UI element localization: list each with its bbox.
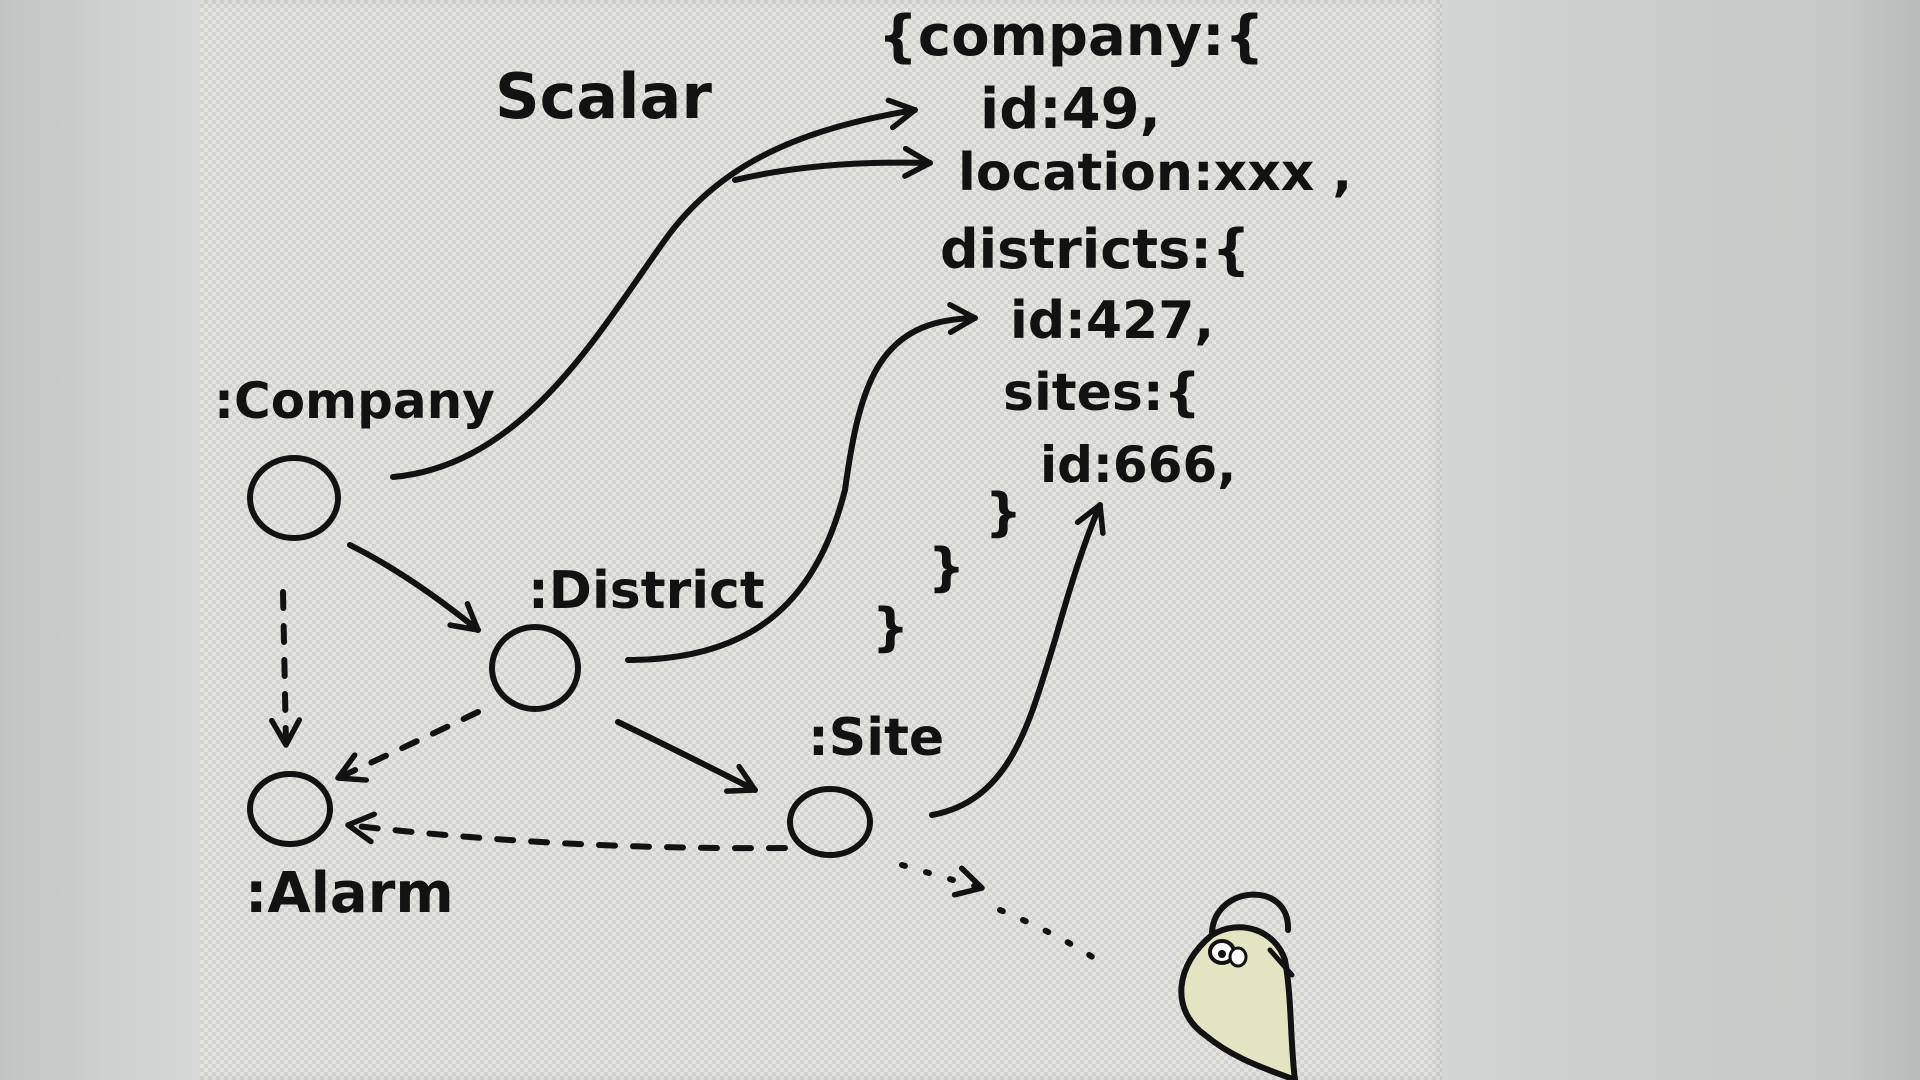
arrow-site-to-sites (929, 502, 1106, 818)
arrow-site-to-alarm (345, 811, 788, 852)
json-sites-open: sites:{ (1003, 363, 1201, 423)
site-node-label: :Site (808, 708, 944, 768)
alarm-node (247, 771, 333, 847)
json-close-brace-3: } (872, 598, 909, 658)
arrow-district-to-site (615, 719, 758, 794)
arrow-company-to-district (347, 542, 481, 633)
alarm-node-label: :Alarm (245, 861, 454, 926)
arrow-company-to-alarm (269, 589, 303, 748)
district-node (489, 624, 581, 712)
scalar-label: Scalar (495, 60, 712, 133)
arrow-district-to-alarm (335, 709, 481, 783)
company-node-label: :Company (214, 372, 495, 430)
json-close-brace-1: } (985, 483, 1022, 543)
sketch-canvas (200, 0, 1442, 1080)
arrow-company-to-id (390, 97, 918, 480)
json-close-brace-2: } (928, 538, 965, 598)
site-node (787, 786, 873, 858)
company-node (247, 455, 341, 541)
district-node-label: :District (528, 561, 765, 621)
json-site-id: id:666, (1040, 436, 1236, 494)
json-company-open: {company:{ (878, 4, 1264, 69)
json-districts-open: districts:{ (940, 218, 1250, 281)
json-company-location: location:xxx , (958, 143, 1352, 203)
arrow-company-to-location (732, 145, 933, 183)
arrow-district-to-districts (625, 302, 978, 663)
json-company-id: id:49, (980, 77, 1161, 142)
json-district-id: id:427, (1010, 291, 1214, 351)
arrow-site-outward (899, 862, 985, 898)
dotted-trail (997, 907, 1103, 965)
gopher-mascot-icon (1178, 891, 1298, 1080)
